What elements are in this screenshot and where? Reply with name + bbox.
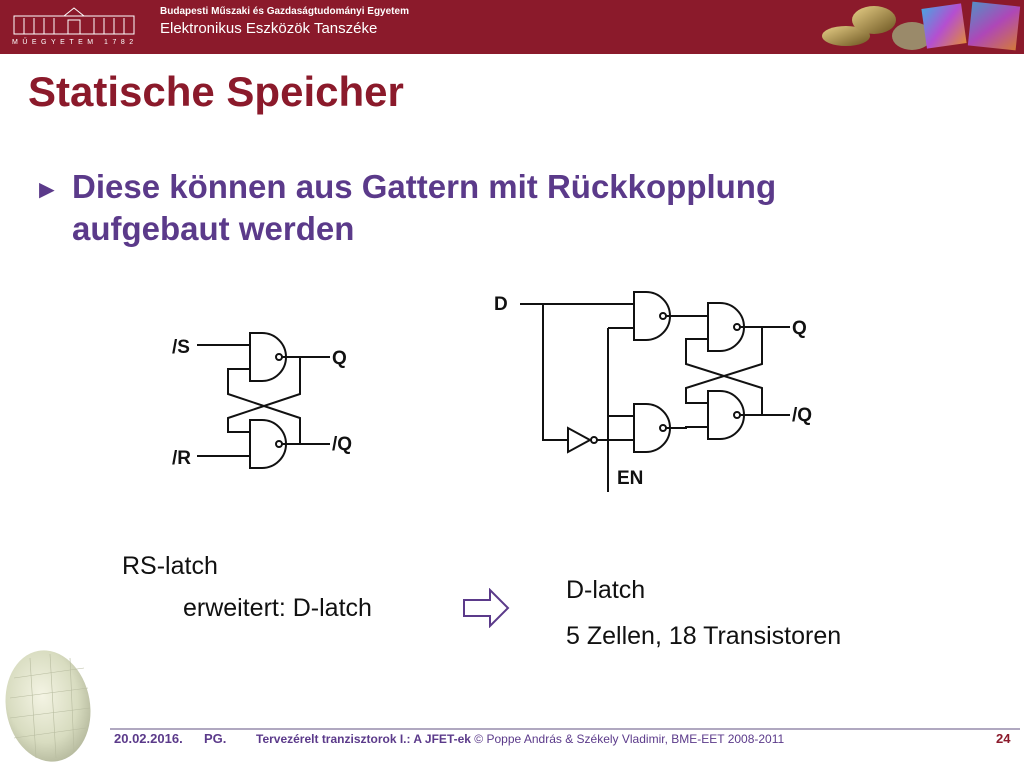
header-wafer-art [820,0,1024,54]
header-bar: MŰEGYETEM 1782 Budapesti Műszaki és Gazd… [0,0,1024,54]
outline-right-arrow-icon [462,587,512,629]
footer-date: 20.02.2016. [114,731,183,746]
footer-course: Tervezérelt tranzisztorok I.: A JFET-ek … [256,732,784,746]
d-latch-caption: D-latch [566,576,646,604]
footer-rule [110,728,1020,730]
department-name: Elektronikus Eszközök Tanszéke [160,20,378,37]
rs-nand-gate-top [249,332,287,382]
d-input-d-label: D [494,294,508,315]
rs-output-q-label: Q [332,348,347,369]
extended-caption: erweitert: D-latch [183,594,372,622]
cells-caption: 5 Zellen, 18 Transistoren [566,622,842,650]
d-nand-gate-3 [707,302,745,352]
d-nand-gate-1 [633,291,671,341]
page-number: 24 [996,731,1011,746]
triangle-bullet-icon: ► [34,174,60,204]
wafer-decoration [0,648,104,768]
university-logo: MŰEGYETEM 1782 [8,6,140,46]
bullet-text: Diese können aus Gattern mit Rückkopplun… [72,168,777,247]
footer-copyright: © Poppe András & Székely Vladimir, BME-E… [474,732,785,746]
footer-course-title: Tervezérelt tranzisztorok I.: A JFET-ek [256,732,471,746]
slide-title: Statische Speicher [28,68,404,115]
footer-author: PG. [204,731,227,746]
d-output-nq-label: /Q [792,405,812,426]
rs-latch-caption: RS-latch [122,552,218,580]
bullet-point: ► Diese können aus Gattern mit Rückkoppl… [34,166,934,250]
rs-input-s-label: /S [172,337,190,358]
rs-output-nq-label: /Q [332,434,352,455]
d-nand-gate-2 [633,403,671,453]
svg-text:MŰEGYETEM 1782: MŰEGYETEM 1782 [12,37,138,46]
rs-input-r-label: /R [172,448,191,469]
d-inverter [567,426,598,454]
d-nand-gate-4 [707,390,745,440]
d-input-en-label: EN [617,468,643,489]
d-latch-wires [520,303,790,492]
d-output-q-label: Q [792,318,807,339]
rs-nand-gate-bottom [249,419,287,469]
rs-latch-wires [197,344,330,457]
university-name: Budapesti Műszaki és Gazdaságtudományi E… [160,6,409,17]
